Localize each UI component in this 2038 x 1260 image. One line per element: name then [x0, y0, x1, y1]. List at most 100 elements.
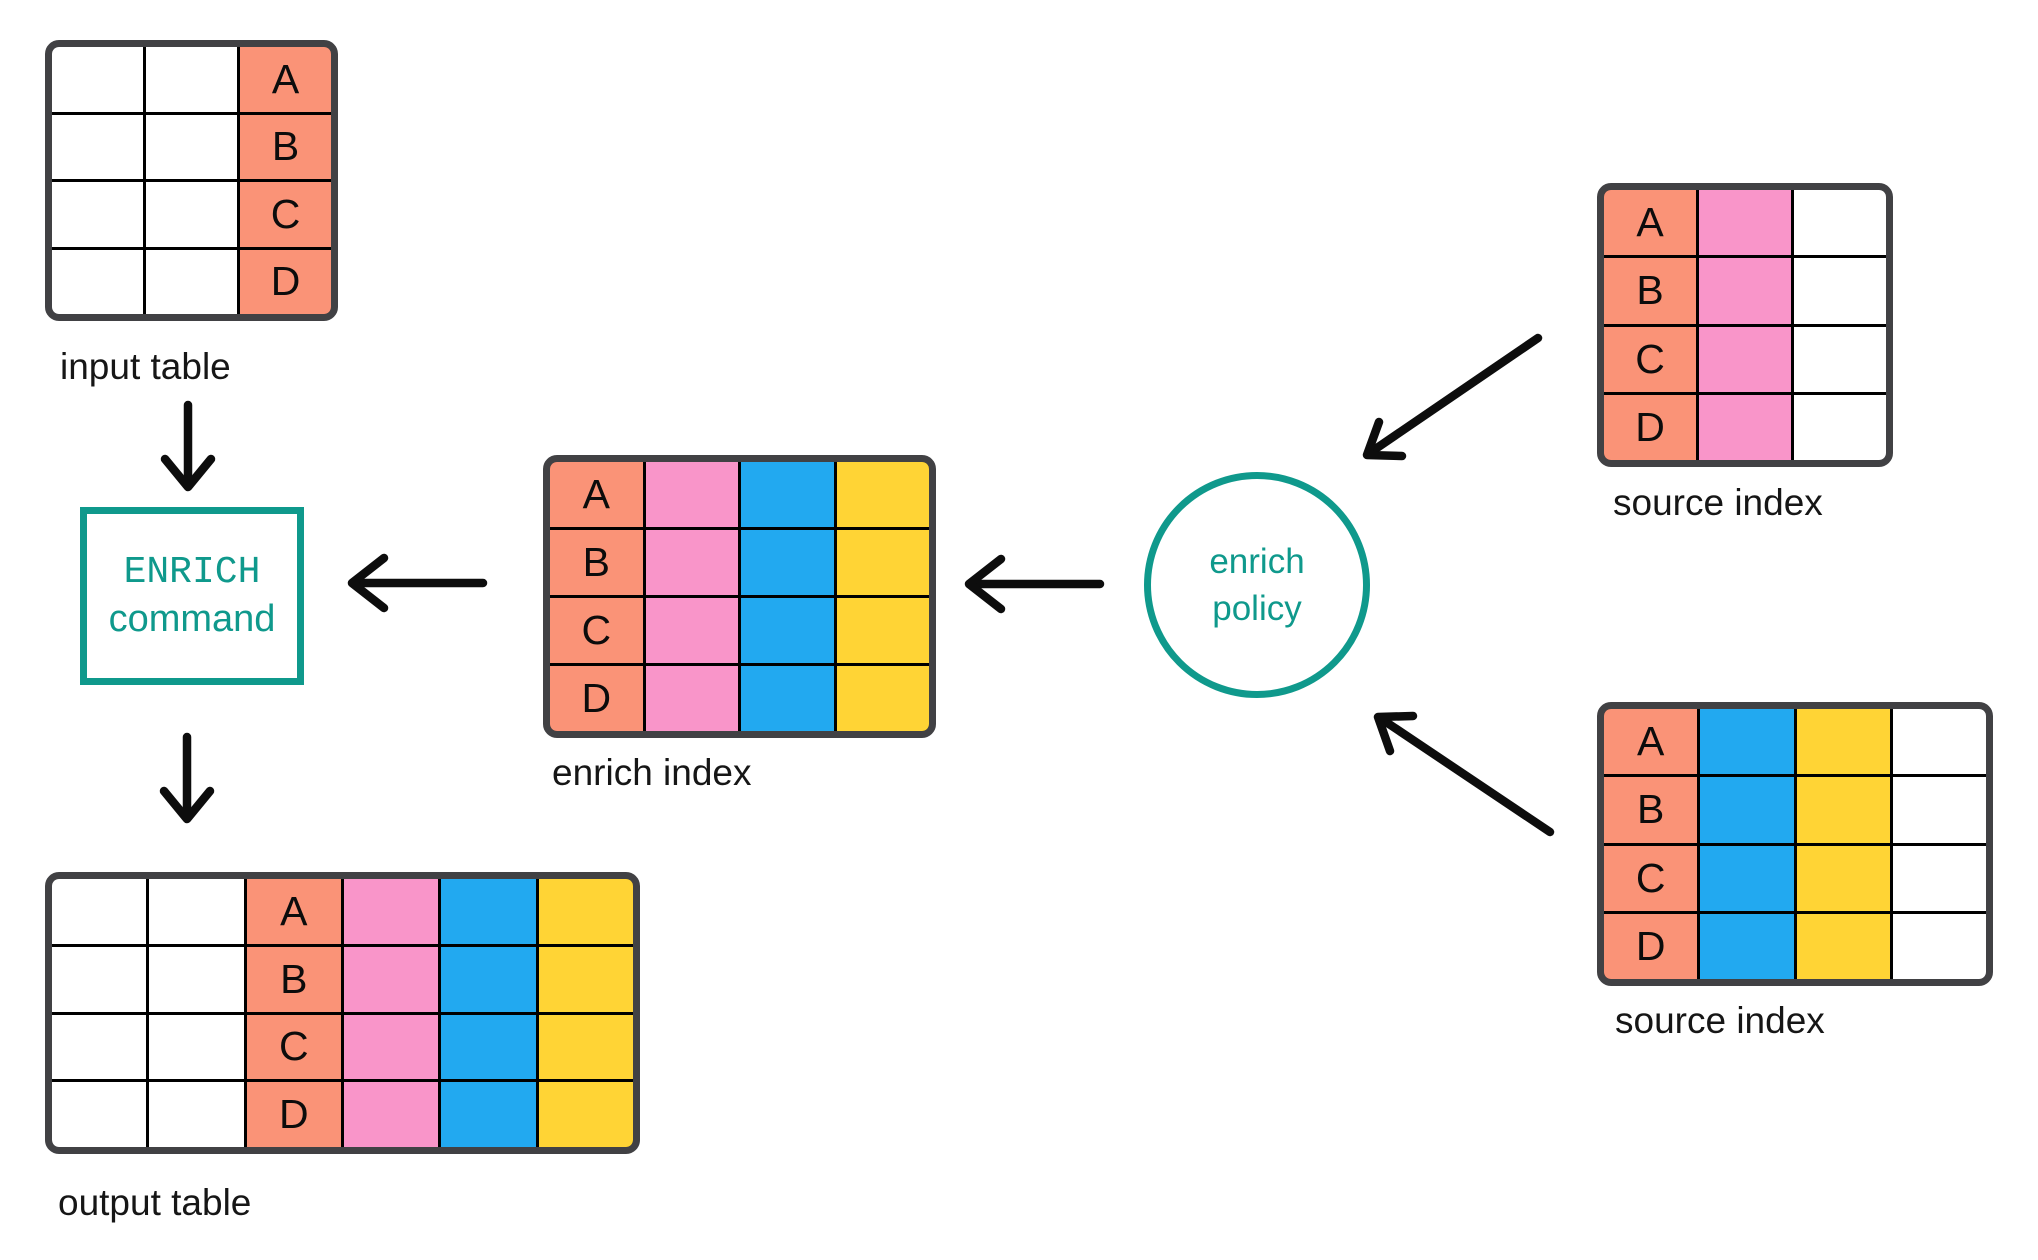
output-table-label: output table — [58, 1182, 252, 1223]
table-cell — [344, 1014, 439, 1080]
table-cell — [441, 1014, 536, 1080]
table-cell — [146, 47, 237, 112]
table-cell — [645, 666, 738, 731]
row-key-cell: D — [550, 666, 643, 731]
table-cell — [741, 598, 834, 663]
table-cell — [441, 1082, 536, 1147]
row-key-cell: D — [1604, 394, 1696, 460]
table-cell — [1796, 913, 1890, 979]
row-key-cell: C — [1604, 326, 1696, 392]
row-key-cell: A — [240, 47, 331, 112]
table-cell — [52, 946, 147, 1012]
arrow-source-index-bottom-to-enrich-policy — [1373, 711, 1555, 837]
row-key-cell: B — [246, 946, 341, 1012]
table-cell — [1700, 845, 1794, 911]
table-cell — [52, 114, 143, 179]
table-cell — [146, 249, 237, 314]
source-index-top-label: source index — [1613, 482, 1823, 523]
table-cell — [1700, 777, 1794, 843]
table-cell — [645, 598, 738, 663]
row-key-cell: D — [240, 249, 331, 314]
arrow-enrich-command-to-output-table — [159, 732, 215, 824]
table-cell — [836, 666, 929, 731]
row-key-cell: A — [550, 462, 643, 527]
table-cell — [52, 182, 143, 247]
table-cell — [52, 1014, 147, 1080]
table-cell — [1794, 394, 1886, 460]
arrow-enrich-policy-to-enrich-index — [964, 554, 1105, 614]
table-cell — [741, 462, 834, 527]
enrich-command-box: ENRICH command — [80, 507, 304, 685]
source-index-bottom-label: source index — [1615, 1000, 1825, 1041]
enrich-policy-circle: enrich policy — [1144, 472, 1370, 698]
table-cell — [836, 598, 929, 663]
table-cell — [538, 879, 633, 944]
table-cell — [836, 530, 929, 595]
table-cell — [1892, 777, 1986, 843]
table-cell — [538, 1082, 633, 1147]
table-cell — [1700, 709, 1794, 775]
table-cell — [1796, 709, 1890, 775]
enrich-policy-line2: policy — [1212, 589, 1302, 628]
table-cell — [1796, 845, 1890, 911]
table-cell — [1892, 913, 1986, 979]
table-cell — [1700, 913, 1794, 979]
table-cell — [1892, 845, 1986, 911]
table-cell — [1699, 190, 1791, 256]
table-cell — [146, 182, 237, 247]
table-cell — [52, 47, 143, 112]
arrow-input-table-to-enrich-command — [160, 400, 216, 492]
table-cell — [1892, 709, 1986, 775]
row-key-cell: C — [550, 598, 643, 663]
row-key-cell: C — [246, 1014, 341, 1080]
enrich-index-label: enrich index — [552, 752, 752, 793]
table-cell — [645, 462, 738, 527]
enrich-command-line1: ENRICH — [123, 551, 261, 594]
table-cell — [441, 946, 536, 1012]
table-cell — [836, 462, 929, 527]
table-cell — [344, 879, 439, 944]
table-cell — [645, 530, 738, 595]
table-cell — [741, 666, 834, 731]
table-cell — [52, 249, 143, 314]
enrich-policy-line1: enrich — [1209, 542, 1305, 581]
table-cell — [1699, 326, 1791, 392]
row-key-cell: B — [550, 530, 643, 595]
row-key-cell: B — [1604, 258, 1696, 324]
table-cell — [1699, 394, 1791, 460]
row-key-cell: D — [246, 1082, 341, 1147]
table-cell — [1794, 190, 1886, 256]
table-cell — [538, 946, 633, 1012]
table-cell — [1796, 777, 1890, 843]
table-cell — [52, 1082, 147, 1147]
row-key-cell: D — [1604, 913, 1698, 979]
table-cell — [344, 1082, 439, 1147]
table-cell — [1794, 258, 1886, 324]
enrich-command-line2: command — [108, 598, 276, 640]
table-cell — [149, 1082, 244, 1147]
row-key-cell: B — [1604, 777, 1698, 843]
arrow-enrich-index-to-enrich-command — [347, 553, 488, 613]
table-cell — [1794, 326, 1886, 392]
table-cell — [52, 879, 147, 944]
row-key-cell: C — [240, 182, 331, 247]
table-cell — [149, 1014, 244, 1080]
arrow-source-index-top-to-enrich-policy — [1362, 333, 1543, 461]
table-cell — [441, 879, 536, 944]
row-key-cell: B — [240, 114, 331, 179]
table-cell — [1699, 258, 1791, 324]
row-key-cell: A — [1604, 190, 1696, 256]
table-cell — [538, 1014, 633, 1080]
table-cell — [344, 946, 439, 1012]
row-key-cell: A — [246, 879, 341, 944]
table-cell — [149, 946, 244, 1012]
row-key-cell: C — [1604, 845, 1698, 911]
table-cell — [146, 114, 237, 179]
table-cell — [149, 879, 244, 944]
table-cell — [741, 530, 834, 595]
